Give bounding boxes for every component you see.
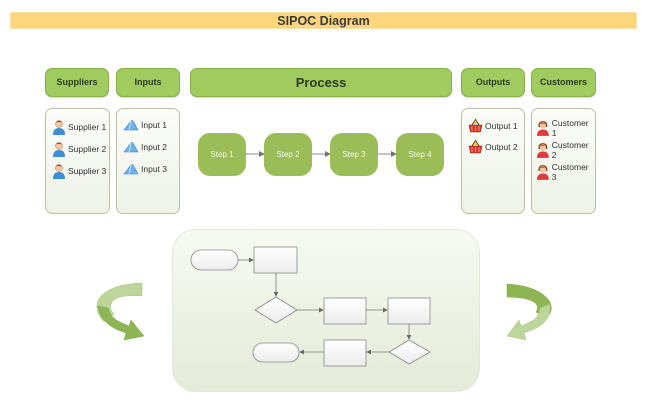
person-female-icon bbox=[536, 121, 549, 136]
process-step[interactable]: Step 2 bbox=[264, 133, 312, 176]
process-step[interactable]: Step 3 bbox=[330, 133, 378, 176]
header-customers[interactable]: Customers bbox=[531, 68, 596, 97]
output-label: Output 1 bbox=[485, 120, 518, 131]
inputs-panel: Input 1 Input 2 Input 3 bbox=[116, 108, 180, 214]
customer-label: Customer 3 bbox=[551, 162, 589, 182]
supplier-label: Supplier 3 bbox=[68, 166, 107, 176]
flow-terminator-start[interactable] bbox=[190, 249, 239, 271]
supplier-label: Supplier 2 bbox=[68, 144, 107, 154]
customer-label: Customer 1 bbox=[551, 118, 589, 138]
flow-decision[interactable] bbox=[388, 339, 431, 365]
outputs-panel: Output 1 Output 2 bbox=[461, 108, 525, 214]
header-inputs[interactable]: Inputs bbox=[116, 68, 180, 97]
triangle-icon bbox=[123, 164, 139, 175]
list-item[interactable]: Input 1 bbox=[123, 119, 167, 131]
flow-process-box[interactable] bbox=[323, 339, 367, 367]
flow-terminator-end[interactable] bbox=[252, 342, 300, 363]
list-item[interactable]: Input 2 bbox=[123, 141, 167, 153]
suppliers-panel: Supplier 1 Supplier 2 Supplier 3 bbox=[45, 108, 110, 214]
list-item[interactable]: Supplier 2 bbox=[52, 141, 106, 157]
header-suppliers[interactable]: Suppliers bbox=[45, 68, 109, 97]
customers-panel: Customer 1 Customer 2 Customer 3 bbox=[531, 108, 596, 214]
supplier-label: Supplier 1 bbox=[68, 122, 107, 132]
person-male-icon bbox=[53, 142, 65, 157]
basket-icon bbox=[468, 118, 483, 133]
curved-arrow-left-icon bbox=[96, 282, 145, 341]
list-item[interactable]: Input 3 bbox=[123, 163, 167, 175]
person-male-icon bbox=[53, 164, 65, 179]
process-step[interactable]: Step 4 bbox=[396, 133, 444, 176]
triangle-icon bbox=[123, 142, 139, 153]
flow-decision[interactable] bbox=[254, 296, 298, 324]
customer-label: Customer 2 bbox=[551, 140, 589, 160]
title-bar: SIPOC Diagram bbox=[10, 12, 637, 29]
output-label: Output 2 bbox=[485, 141, 518, 152]
flow-process-box[interactable] bbox=[253, 246, 298, 274]
list-item[interactable]: Output 2 bbox=[468, 139, 518, 154]
header-process[interactable]: Process bbox=[190, 68, 452, 97]
list-item[interactable]: Supplier 3 bbox=[52, 163, 106, 179]
list-item[interactable]: Supplier 1 bbox=[52, 119, 106, 135]
flow-process-box[interactable] bbox=[387, 297, 431, 325]
process-step[interactable]: Step 1 bbox=[198, 133, 246, 176]
flow-process-box[interactable] bbox=[323, 297, 367, 325]
input-label: Input 2 bbox=[141, 142, 167, 152]
person-female-icon bbox=[536, 165, 549, 180]
person-male-icon bbox=[53, 120, 65, 135]
triangle-icon bbox=[123, 120, 139, 131]
input-label: Input 3 bbox=[141, 164, 167, 174]
person-female-icon bbox=[536, 143, 549, 158]
list-item[interactable]: Customer 1 bbox=[536, 118, 595, 138]
basket-icon bbox=[468, 139, 483, 154]
input-label: Input 1 bbox=[141, 120, 167, 130]
header-outputs[interactable]: Outputs bbox=[461, 68, 525, 97]
curved-arrow-right-icon bbox=[506, 283, 552, 341]
list-item[interactable]: Customer 2 bbox=[536, 140, 595, 160]
list-item[interactable]: Customer 3 bbox=[536, 162, 595, 182]
list-item[interactable]: Output 1 bbox=[468, 118, 518, 133]
